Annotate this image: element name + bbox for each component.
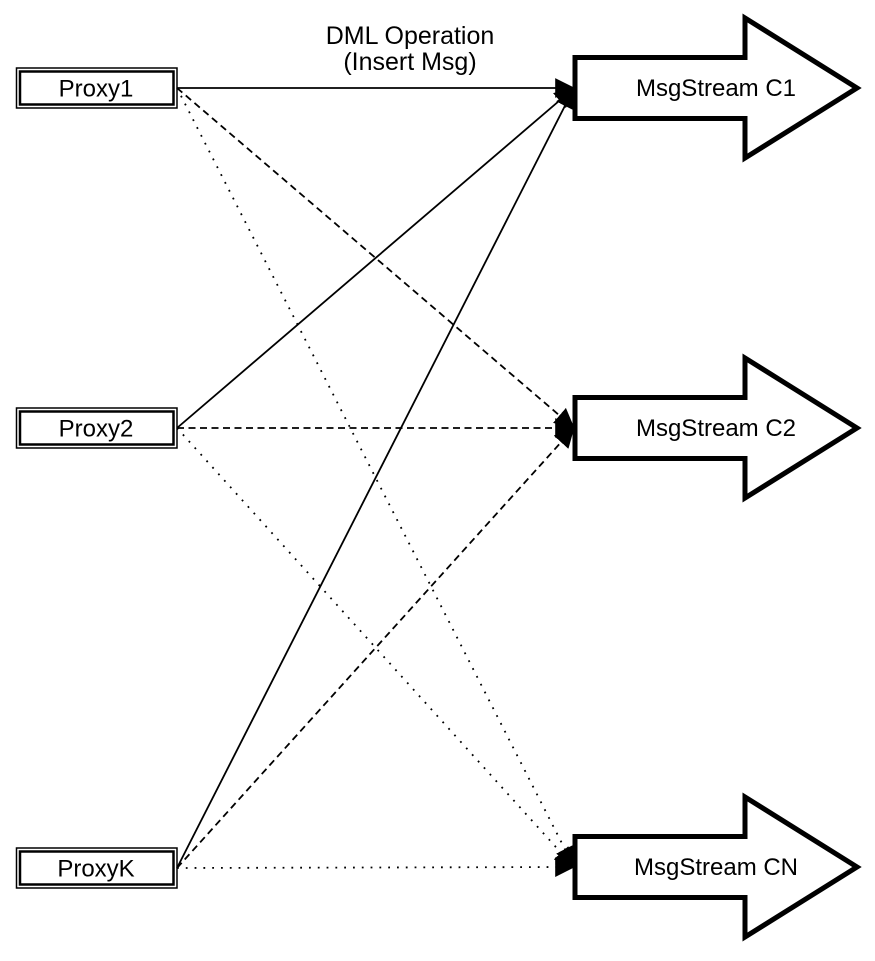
edge-proxy1-msgstream-c2 [176, 87, 575, 429]
proxy1-inner-border [18, 70, 175, 106]
msgstream-c1-label: MsgStream C1 [636, 75, 796, 102]
proxyk-node: ProxyK [15, 847, 178, 889]
msgstream-cn-label: MsgStream CN [634, 854, 798, 881]
proxyk-label: ProxyK [57, 856, 134, 883]
diagram-title: DML Operation (Insert Msg) [326, 22, 495, 76]
edge-proxy2-msgstream-cn [176, 427, 575, 868]
edge-proxyk-msgstream-c1 [176, 88, 574, 869]
msgstream-cn-arrow-shape [572, 792, 862, 942]
diagram-title-line2: (Insert Msg) [343, 48, 476, 76]
proxyk-inner-border [18, 850, 175, 886]
edge-layer [176, 78, 575, 877]
proxy2-inner-border [18, 410, 175, 446]
proxy1-label: Proxy1 [59, 76, 134, 103]
proxy2-node: Proxy2 [15, 407, 178, 449]
msgstream-c2-label: MsgStream C2 [636, 415, 796, 442]
diagram-title-line1: DML Operation [326, 22, 495, 50]
msgstream-c2-node: MsgStream C2 [572, 353, 862, 503]
proxy2-label: Proxy2 [59, 416, 134, 443]
edge-proxy2-msgstream-c1 [176, 87, 575, 429]
proxy1-node: Proxy1 [15, 67, 178, 109]
msgstream-c1-node: MsgStream C1 [572, 13, 862, 163]
edge-proxyk-msgstream-c2 [176, 427, 575, 869]
msgstream-cn-node: MsgStream CN [572, 792, 862, 942]
msgstream-c2-arrow-shape [572, 353, 862, 503]
msgstream-c1-arrow-shape [572, 13, 862, 163]
